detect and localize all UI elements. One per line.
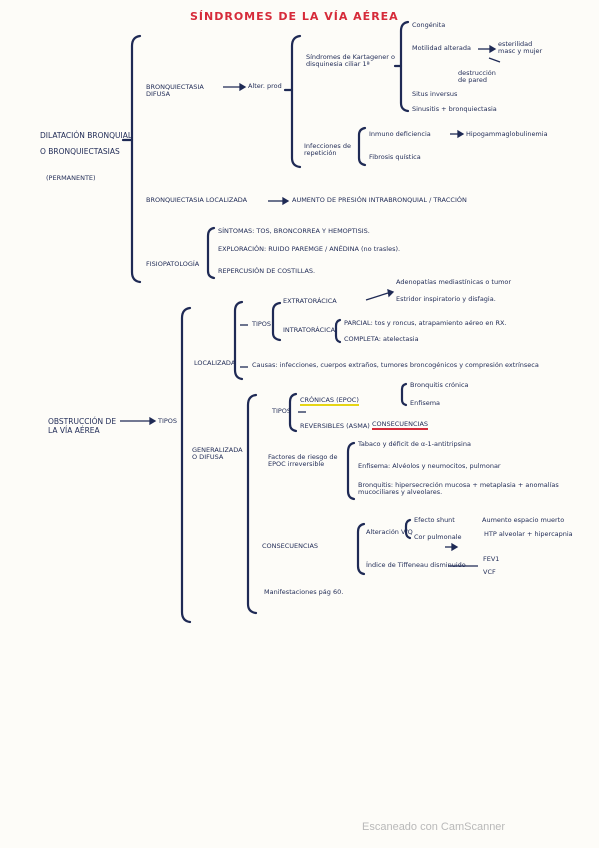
root-bracket-1 <box>130 34 142 284</box>
sindromes-bracket <box>290 34 302 169</box>
root-bracket-2 <box>180 306 192 624</box>
infecciones-repeticion: Infecciones de repetición <box>304 142 351 157</box>
intratoracica: INTRATORÁCICA <box>283 326 336 334</box>
sindromes-kartagener: Síndromes de Kartagener o disquinesia ci… <box>306 53 395 68</box>
vcf: VCF <box>483 568 496 576</box>
kartagener-item: Congénita <box>412 21 446 29</box>
cor-pulmonale: Cor pulmonale <box>414 533 462 541</box>
tiffeneau: Índice de Tiffeneau disminuido <box>366 561 466 569</box>
factores-riesgo-text: Factores de riesgo de EPOC irreversible <box>268 453 338 468</box>
factor-item: Tabaco y déficit de α-1-antitripsina <box>358 440 471 448</box>
factor-badge-text: CONSECUENCIAS <box>372 420 429 430</box>
manifestaciones: Manifestaciones pág 60. <box>264 588 344 596</box>
tipos-main: TIPOS <box>158 417 178 425</box>
causas-localizada: Causas: infecciones, cuerpos extraños, t… <box>252 361 539 369</box>
kartagener-item: Situs inversus <box>412 90 458 98</box>
fisiopatologia: FISIOPATOLOGÍA <box>146 260 200 268</box>
fev1: FEV1 <box>483 555 500 563</box>
motilidad-result: esterilidad masc y mujer <box>498 40 543 55</box>
alteracion-result: Efecto shunt <box>414 516 455 524</box>
fisiopatologia-item: SÍNTOMAS: TOS, BRONCORREA Y HEMOPTISIS. <box>218 227 370 235</box>
alteracion-vq: Alteración V/Q <box>366 528 413 536</box>
fisiopatologia-item: EXPLORACIÓN: RUIDO PAREMGE / ANÉDINA (no… <box>218 245 401 253</box>
root-note: (PERMANENTE) <box>46 174 96 182</box>
factores-riesgo: Factores de riesgo de EPOC irreversible <box>268 454 348 468</box>
bronquiectasia-localizada: BRONQUIECTASIA LOCALIZADA <box>146 196 248 204</box>
localizada-tipos: TIPOS <box>252 320 272 328</box>
motilidad-result: destrucción de pared <box>458 69 496 84</box>
consecuencias: CONSECUENCIAS <box>262 542 319 550</box>
cronicas-result: Enfisema <box>410 399 441 407</box>
localizada: LOCALIZADA <box>194 359 236 367</box>
aumento-presion: AUMENTO DE PRESIÓN INTRABRONQUIAL / TRAC… <box>292 196 467 204</box>
bronquiectasia-difusa: BRONQUIECTASIA DIFUSA <box>146 83 204 98</box>
camscanner-watermark: Escaneado con CamScanner <box>362 821 506 833</box>
reversibles-asma: REVERSIBLES (ASMA) <box>300 422 370 430</box>
factor-item: Bronquitis: hipersecreción mucosa + meta… <box>358 481 559 496</box>
alter-prod: Alter. prod <box>248 82 282 90</box>
generalizada: GENERALIZADA O DIFUSA <box>192 446 243 461</box>
kartagener-item: Motilidad alterada <box>412 44 471 52</box>
extratoracica: EXTRATORÁCICA <box>283 297 337 305</box>
extra-result: Estridor inspiratorio y disfagia. <box>396 295 496 303</box>
alteracion-result: Aumento espacio muerto <box>482 516 565 524</box>
factor-badge: CONSECUENCIAS <box>372 420 429 430</box>
root-dilatacion: O BRONQUIECTASIAS <box>40 147 120 156</box>
kartagener-item: Sinusitis + bronquiectasia <box>412 105 497 113</box>
root-obstruccion: OBSTRUCCIÓN DE LA VÍA AÉREA <box>48 417 117 435</box>
cronicas-epoc-text: CRÓNICAS (EPOC) <box>300 396 359 406</box>
inmuno-result: Hipogammaglobulinemia <box>466 130 548 138</box>
cronicas-result: Bronquitis crónica <box>410 381 469 389</box>
infecciones-item: Fibrosis quística <box>369 153 421 161</box>
cor-result: HTP alveolar + hipercapnia <box>484 530 573 538</box>
fisiopatologia-item: REPERCUSIÓN DE COSTILLAS. <box>218 267 316 275</box>
root-dilatacion-line1: DILATACIÓN BRONQUIAL <box>40 131 133 140</box>
generalizada-tipos: TIPOS <box>272 407 292 415</box>
factor-item: Enfisema: Alvéolos y neumocitos, pulmona… <box>358 462 501 470</box>
intra-result: COMPLETA: atelectasia <box>344 335 419 343</box>
infecciones-item: Inmuno deficiencia <box>369 130 431 138</box>
intra-result: PARCIAL: tos y roncus, atrapamiento aére… <box>344 319 507 327</box>
extra-result: Adenopatías mediastínicas o tumor <box>396 278 512 286</box>
cronicas-epoc: CRÓNICAS (EPOC) <box>300 396 359 406</box>
page-title: SÍNDROMES DE LA VÍA AÉREA <box>190 10 399 23</box>
